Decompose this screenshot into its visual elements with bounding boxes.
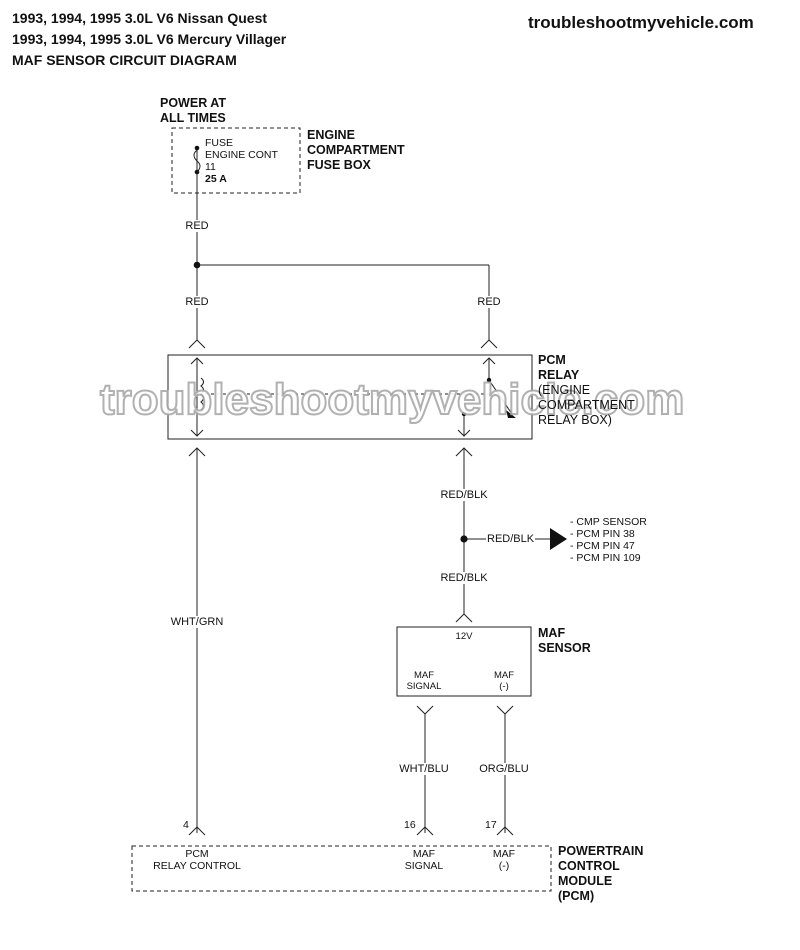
- fuse-box-title-line-3: FUSE BOX: [307, 158, 371, 172]
- pcm-title-line-3: MODULE: [558, 874, 613, 888]
- maf-ground-terminal-line-1: MAF: [493, 670, 515, 681]
- pcm-title-line-1: POWERTRAIN: [558, 844, 644, 858]
- pcm-terminal-relay-control-line-1: PCM: [185, 848, 209, 860]
- pcm-relay-box: [167, 354, 533, 440]
- fuse-box-title-line-2: COMPARTMENT: [307, 143, 405, 157]
- power-label-line-2: ALL TIMES: [160, 111, 226, 125]
- maf-signal-terminal-line-1: MAF: [413, 670, 435, 681]
- header-vehicle-line-1: 1993, 1994, 1995 3.0L V6 Nissan Quest: [12, 10, 268, 26]
- watermark-text: troubleshootmyvehicle.com: [99, 374, 685, 425]
- header-vehicle-line-2: 1993, 1994, 1995 3.0L V6 Mercury Village…: [12, 31, 287, 47]
- power-label-line-1: POWER AT: [160, 96, 226, 110]
- wire-label-red-blk: RED/BLK: [438, 489, 490, 501]
- pcm-relay-location-line-2: COMPARTMENT: [538, 398, 635, 412]
- pcm-relay-title-line-1: PCM: [538, 353, 566, 367]
- pcm-title-line-2: CONTROL: [558, 859, 620, 873]
- fuse-label: FUSE: [205, 137, 234, 149]
- pcm-title-line-4: (PCM): [558, 889, 595, 903]
- maf-sensor-title-line-1: MAF: [538, 626, 566, 640]
- fuse-number: 11: [205, 161, 216, 173]
- splice-destination: - PCM PIN 47: [570, 540, 635, 552]
- pcm-pin-number: 17: [485, 819, 497, 831]
- fuse-box-title-line-1: ENGINE: [307, 128, 355, 142]
- pcm-terminal-maf-ground-line-1: MAF: [492, 848, 516, 860]
- header-diagram-title: MAF SENSOR CIRCUIT DIAGRAM: [12, 52, 237, 68]
- wire-label-red: RED: [475, 296, 503, 308]
- fuse-circuit-name: ENGINE CONT: [205, 149, 278, 161]
- pcm-relay-title-line-2: RELAY: [538, 368, 580, 382]
- wire-label-red-blk: RED/BLK: [438, 572, 490, 584]
- maf-sensor-title-line-2: SENSOR: [538, 641, 591, 655]
- maf-ground-terminal-line-2: (-): [499, 681, 509, 692]
- pcm-terminal-maf-signal-line-1: MAF: [412, 848, 436, 860]
- maf-sensor-box: [396, 626, 532, 697]
- maf-supply-voltage: 12V: [455, 631, 473, 642]
- fuse-box-outline: [171, 127, 301, 194]
- maf-signal-terminal-line-2: SIGNAL: [406, 681, 442, 692]
- pcm-box-outline: [131, 845, 552, 892]
- wire-label-wht-blu: WHT/BLU: [397, 763, 451, 775]
- fuse-rating: 25 A: [205, 173, 227, 185]
- wire-label-red-blk: RED/BLK: [486, 533, 536, 545]
- wire-label-org-blu: ORG/BLU: [477, 763, 531, 775]
- wire-label-red: RED: [183, 220, 211, 232]
- splice-destination: - PCM PIN 38: [570, 528, 635, 540]
- pcm-relay-location-line-3: RELAY BOX): [538, 413, 612, 427]
- pcm-relay-location-line-1: (ENGINE: [538, 383, 591, 397]
- pcm-terminal-relay-control-line-2: RELAY CONTROL: [153, 860, 241, 872]
- site-name: troubleshootmyvehicle.com: [528, 13, 754, 32]
- pcm-terminal-maf-signal-line-2: SIGNAL: [404, 860, 444, 872]
- splice-destination: - PCM PIN 109: [570, 552, 641, 564]
- pcm-terminal-maf-ground-line-2: (-): [498, 860, 510, 872]
- pcm-pin-number: 16: [404, 819, 416, 831]
- splice-destination: - CMP SENSOR: [570, 516, 647, 528]
- wire-label-red: RED: [183, 296, 211, 308]
- wire-label-wht-grn: WHT/GRN: [168, 616, 226, 628]
- pcm-pin-number: 4: [183, 819, 189, 831]
